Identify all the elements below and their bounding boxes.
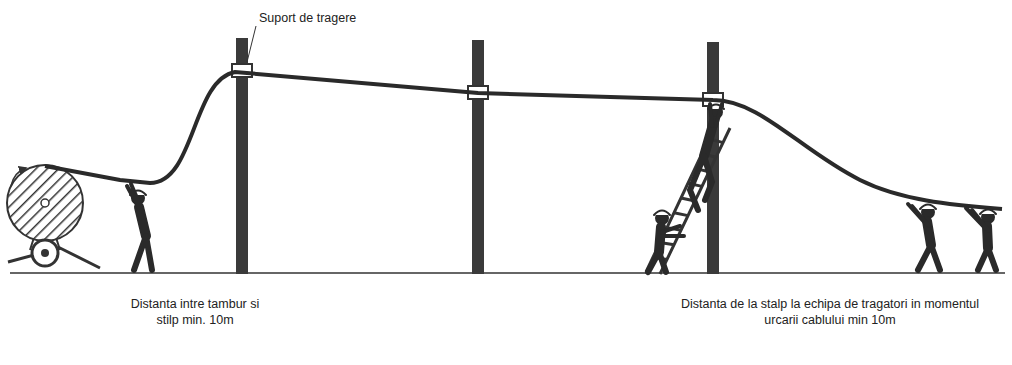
rotation-arrow [11, 168, 26, 186]
note-text: Distanta de la stalp la echipa de tragat… [680, 296, 980, 328]
worker [127, 104, 996, 272]
worker [908, 204, 929, 226]
worker [966, 208, 989, 231]
cable-drum [41, 249, 49, 257]
cable-drum [41, 199, 49, 207]
worker [978, 248, 996, 270]
note-text: Distanta intre tambur si stilp min. 10m [120, 296, 270, 328]
worker [710, 104, 722, 126]
ground-line [10, 273, 1005, 274]
ground-line [10, 272, 1005, 274]
cable [45, 72, 1002, 209]
ladder [646, 124, 730, 274]
ladder [674, 213, 688, 216]
worker [134, 236, 152, 270]
cable [45, 72, 1002, 209]
cable-drum [7, 165, 83, 241]
worker [980, 210, 996, 215]
worker [648, 252, 666, 272]
cable-drum [7, 165, 100, 268]
leader-line [247, 26, 256, 62]
rotation-arrow [11, 168, 26, 186]
pole [472, 40, 484, 274]
pole [236, 38, 719, 274]
cable-drum [32, 240, 58, 266]
worker [127, 184, 143, 212]
callout-label: Suport de tragere [259, 10, 356, 26]
worker [920, 205, 936, 210]
ladder [646, 124, 730, 274]
leader-line [247, 26, 256, 62]
worker [918, 245, 940, 270]
worker [690, 156, 712, 210]
worker [662, 226, 684, 236]
worker [654, 211, 670, 216]
